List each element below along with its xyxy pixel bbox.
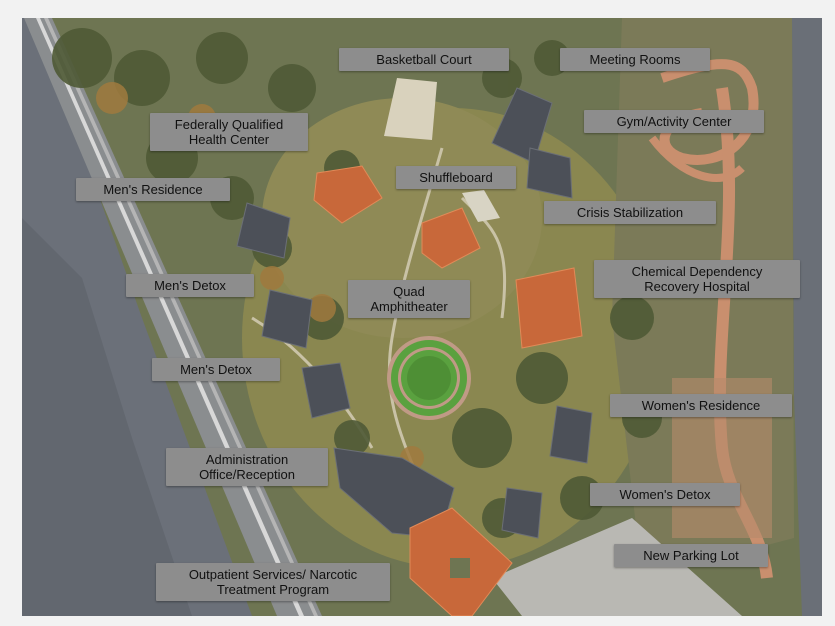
label-new-parking: New Parking Lot [614, 544, 768, 567]
aerial-map[interactable]: Basketball Court Meeting Rooms Federally… [22, 18, 822, 616]
label-womens-residence: Women's Residence [610, 394, 792, 417]
label-chem-dep: Chemical Dependency Recovery Hospital [594, 260, 800, 298]
label-crisis: Crisis Stabilization [544, 201, 716, 224]
label-quad: Quad Amphitheater [348, 280, 470, 318]
label-mens-detox-2: Men's Detox [152, 358, 280, 381]
basketball-court [384, 78, 437, 140]
label-shuffleboard: Shuffleboard [396, 166, 516, 189]
label-outpatient: Outpatient Services/ Narcotic Treatment … [156, 563, 390, 601]
trail [659, 59, 759, 165]
crisis-building [421, 207, 481, 269]
label-basketball-court: Basketball Court [339, 48, 509, 71]
chem-dep-building [515, 267, 583, 349]
label-meeting-rooms: Meeting Rooms [560, 48, 710, 71]
label-womens-detox: Women's Detox [590, 483, 740, 506]
parking-lot [492, 518, 742, 616]
label-fqhc: Federally Qualified Health Center [150, 113, 308, 151]
label-gym: Gym/Activity Center [584, 110, 764, 133]
label-admin: Administration Office/Reception [166, 448, 328, 486]
label-mens-detox-1: Men's Detox [126, 274, 254, 297]
fqhc-building [313, 165, 383, 224]
label-mens-residence: Men's Residence [76, 178, 230, 201]
marsh-area-right [792, 18, 822, 616]
